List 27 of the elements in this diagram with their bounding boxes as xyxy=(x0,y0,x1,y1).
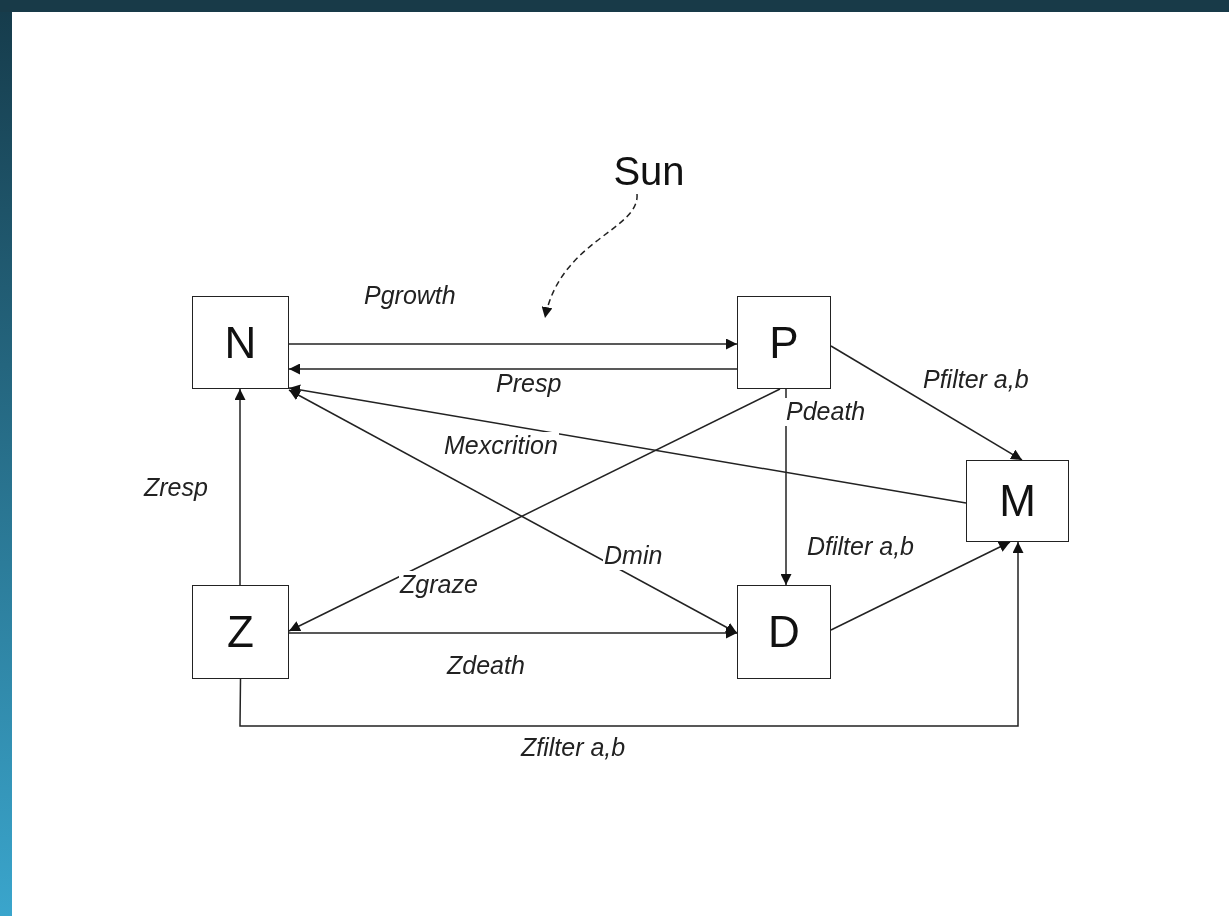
edge-label: Pfilter a,b xyxy=(922,366,1030,394)
arrow xyxy=(830,541,1011,631)
box-letter: P xyxy=(769,320,799,365)
edge-label: Dfilter a,b xyxy=(806,533,915,561)
edge-label: Dmin xyxy=(603,542,664,570)
box-letter: D xyxy=(768,610,800,654)
arrow xyxy=(288,363,738,375)
state-box xyxy=(966,460,1069,542)
box-letter: M xyxy=(999,479,1036,523)
state-box xyxy=(192,585,289,679)
arrow xyxy=(234,388,246,586)
edge-label: Zfilter a,b xyxy=(520,734,627,762)
arrow xyxy=(830,345,1023,461)
edge-label: Pdeath xyxy=(785,398,867,426)
state-box xyxy=(737,296,831,389)
arrow xyxy=(288,384,967,504)
dashed-arrow xyxy=(542,193,638,319)
sun-label: Sun xyxy=(613,151,685,191)
state-box xyxy=(737,585,831,679)
arrow xyxy=(239,541,1024,727)
state-box xyxy=(192,296,289,389)
box-letter: Z xyxy=(227,610,254,654)
edge-label: Zgraze xyxy=(399,571,479,599)
arrow xyxy=(288,627,738,639)
edge-label: Pgrowth xyxy=(363,282,457,310)
arrow xyxy=(288,338,738,350)
box-letter: N xyxy=(224,320,257,365)
